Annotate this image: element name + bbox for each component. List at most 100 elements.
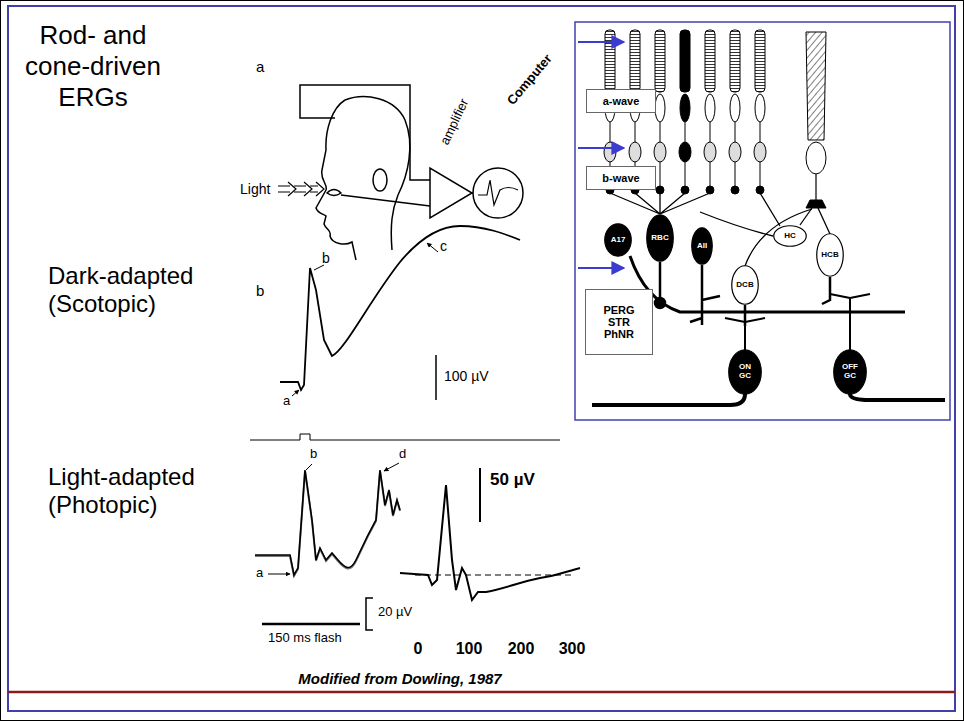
wave-letter: c xyxy=(440,238,447,254)
rod-fiber xyxy=(635,122,636,142)
figure-caption: Modified from Dowling, 1987 xyxy=(298,670,501,687)
cell-body xyxy=(647,215,674,262)
rod-inner-segment xyxy=(730,94,740,122)
layer-tag: a-wave xyxy=(586,89,656,113)
rod-fiber xyxy=(735,122,736,142)
amplifier-symbol xyxy=(430,168,472,218)
device-label: Computer xyxy=(505,52,556,109)
box-label: a-wave xyxy=(603,95,640,107)
photopic-erg-plot xyxy=(400,468,580,600)
rod-inner-segment xyxy=(755,94,765,122)
ganglion-axon xyxy=(592,394,745,405)
wave-letter: a xyxy=(283,394,290,409)
rod-outer-segment xyxy=(680,30,690,92)
cone-bipolar-dendrite xyxy=(818,208,830,234)
box-label: PERG STR PhNR xyxy=(595,304,643,340)
axis-tick: 300 xyxy=(559,640,586,658)
rod-cell xyxy=(729,30,741,194)
leader-line xyxy=(384,463,399,471)
cell-label: HC xyxy=(784,232,796,241)
bipolar-cell: DCB xyxy=(731,265,759,305)
rod-cell xyxy=(679,30,691,194)
pointer-arrow xyxy=(578,147,624,149)
rod-fiber xyxy=(760,122,761,142)
rod-cell xyxy=(704,30,716,194)
rod-nucleus xyxy=(704,142,716,162)
ganglion-dendrites xyxy=(725,318,765,350)
cell-label: RBC xyxy=(651,234,668,243)
device-label: amplifier xyxy=(438,97,472,148)
rod-axon xyxy=(710,162,711,186)
rod-spherule xyxy=(681,186,689,194)
rod-outer-segment xyxy=(605,30,615,92)
baseline xyxy=(415,575,572,576)
footer-rule xyxy=(8,691,955,694)
cell-label: ON GC xyxy=(736,363,754,381)
rod-cell xyxy=(754,30,766,194)
rod-fiber xyxy=(685,122,686,142)
light-arrow xyxy=(294,182,312,196)
bipolar-axon xyxy=(659,262,662,300)
rod-spherule xyxy=(706,186,714,194)
bipolar-cell: RBC xyxy=(646,214,674,262)
stimulus-label: Light xyxy=(240,181,270,197)
axis-tick: 0 xyxy=(414,640,423,658)
scale-bar xyxy=(479,468,481,522)
slide-border xyxy=(8,6,955,711)
ganglion-cell: ON GC xyxy=(728,349,762,395)
panel-letter: b xyxy=(256,282,264,299)
rod-spherule xyxy=(756,186,764,194)
box-label: b-wave xyxy=(602,172,639,184)
erg-trace xyxy=(255,471,400,576)
box-border xyxy=(586,290,653,355)
condition-label: Dark-adapted (Scotopic) xyxy=(48,262,226,317)
cone-bipolar-dendrite xyxy=(745,209,812,266)
wave-letter: a xyxy=(256,566,263,581)
rod-outer-segment xyxy=(630,30,640,92)
rod-outer-segment xyxy=(755,30,765,92)
horizontal-cell: HC xyxy=(773,225,807,247)
scale-bar xyxy=(435,355,437,400)
bipolar-axon xyxy=(822,277,830,304)
rod-nucleus xyxy=(729,142,741,162)
condition-label: Light-adapted (Photopic) xyxy=(48,463,233,518)
stimulus-trace xyxy=(250,434,560,440)
rod-spherule xyxy=(731,186,739,194)
eye xyxy=(327,190,341,196)
scale-label: 100 µV xyxy=(444,368,489,384)
rod-axon xyxy=(735,162,736,186)
cell-label: OFF GC xyxy=(841,363,859,381)
box-border xyxy=(587,90,656,113)
ganglion-dendrites xyxy=(830,294,870,350)
rod-axon xyxy=(760,162,761,186)
computer-symbol xyxy=(473,168,523,218)
leader-line xyxy=(292,390,299,396)
pointer-arrow xyxy=(578,41,624,43)
cone-axon xyxy=(815,174,816,200)
wave-letter: d xyxy=(399,447,406,462)
bipolar-cell: HCB xyxy=(816,233,844,277)
box-border xyxy=(587,167,656,190)
wave-letter: b xyxy=(322,250,330,266)
rod-inner-segment xyxy=(680,94,690,122)
cell-label: A17 xyxy=(611,236,626,245)
rod-fiber xyxy=(660,122,661,142)
rod-inner-segment xyxy=(655,94,665,122)
rod-outer-segment xyxy=(655,30,665,92)
wave-letter: b xyxy=(310,447,317,462)
slide-title: Rod- and cone-driven ERGs xyxy=(18,20,168,114)
cell-body xyxy=(817,234,844,277)
rod-axon xyxy=(685,162,686,186)
eye-electrode-wire xyxy=(341,195,430,206)
amacrine-process xyxy=(630,256,905,312)
amacrine-process xyxy=(690,265,720,325)
rod-inner-segment xyxy=(705,94,715,122)
cell-label: AII xyxy=(697,242,707,251)
retina-drawing xyxy=(575,22,950,420)
light-arrow xyxy=(310,182,324,196)
rod-fiber xyxy=(610,122,611,142)
dendrites xyxy=(610,193,830,266)
